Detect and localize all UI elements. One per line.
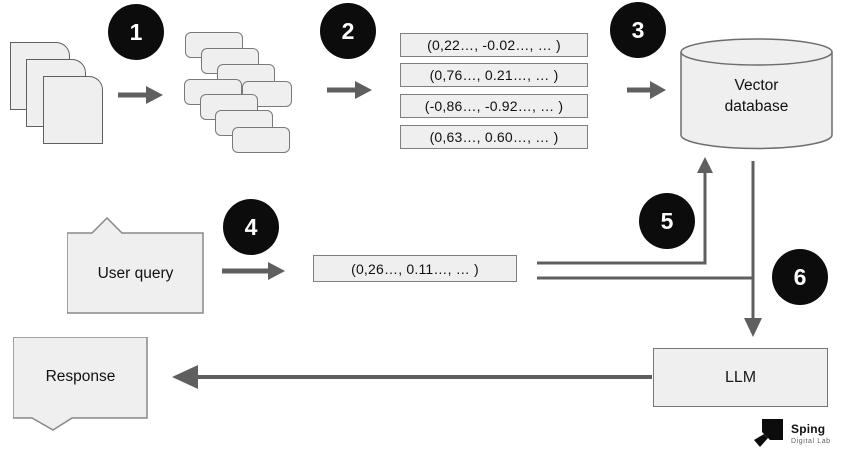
user-query-label: User query xyxy=(97,265,174,282)
step-1-badge: 1 xyxy=(108,4,164,60)
arrow-query-to-embedding xyxy=(222,262,285,280)
llm-label: LLM xyxy=(724,368,757,386)
logo-brand-text: Sping xyxy=(791,422,826,436)
step-4-badge: 4 xyxy=(223,199,279,255)
arrow-embeddings-to-db xyxy=(627,81,666,99)
llm-node: LLM xyxy=(653,348,828,407)
arrow-llm-to-response xyxy=(172,365,652,389)
database-cylinder-icon xyxy=(680,38,833,150)
vector-database-label: Vector database xyxy=(724,77,789,115)
step-3-badge: 3 xyxy=(610,2,666,58)
step-2-badge: 2 xyxy=(320,3,376,59)
logo-tagline-text: Digital Lab xyxy=(791,438,831,445)
arrow-chunks-to-embeddings xyxy=(327,81,372,99)
sping-logo: Sping Digital Lab xyxy=(753,417,831,450)
speech-bubble-down-icon xyxy=(12,336,148,431)
vector-database-node: Vector database xyxy=(680,38,833,151)
response-node: Response xyxy=(12,336,148,431)
arrow-documents-to-chunks xyxy=(118,86,163,104)
query-embedding-row: (0,26…, 0.11…, … ) xyxy=(313,255,517,282)
embedding-row: (-0,86…, -0.92…, … ) xyxy=(400,94,588,118)
chunk-icon xyxy=(232,127,290,153)
document-icon xyxy=(43,76,103,144)
embedding-row: (0,63…, 0.60…, … ) xyxy=(400,125,588,149)
response-label: Response xyxy=(45,368,116,385)
embedding-row: (0,22…, -0.02…, … ) xyxy=(400,33,588,57)
embedding-row: (0,76…, 0.21…, … ) xyxy=(400,63,588,87)
step-6-badge: 6 xyxy=(772,249,828,305)
arrow-db-to-llm xyxy=(744,161,762,337)
user-query-node: User query xyxy=(66,216,204,314)
speech-bubble-up-icon xyxy=(66,216,204,314)
sping-logo-icon xyxy=(754,419,783,447)
step-5-badge: 5 xyxy=(639,193,695,249)
